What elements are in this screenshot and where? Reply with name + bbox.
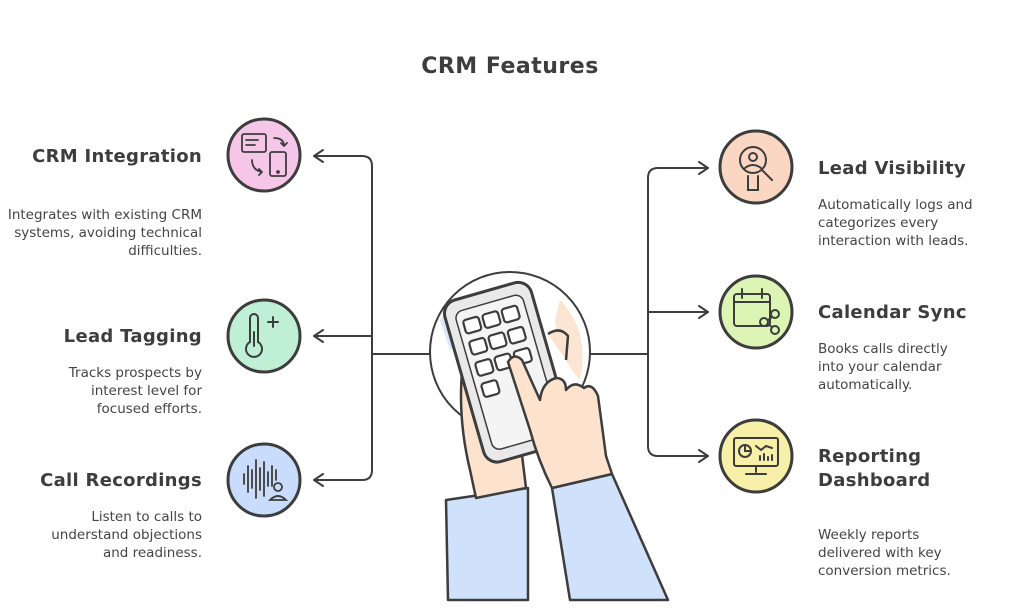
- feature-desc-call-recordings: Listen to calls to understand objections…: [51, 509, 202, 561]
- icon-call-recordings: [226, 442, 302, 518]
- feature-title-reporting-dashboard: Reporting Dashboard: [818, 446, 931, 491]
- icon-calendar-sync: [718, 274, 794, 350]
- feature-desc-lead-visibility: Automatically logs and categorizes every…: [818, 197, 973, 249]
- feature-desc-calendar-sync: Books calls directly into your calendar …: [818, 341, 948, 393]
- feature-title-lead-tagging: Lead Tagging: [63, 326, 202, 347]
- feature-desc-lead-tagging: Tracks prospects by interest level for f…: [68, 365, 202, 417]
- calendar-share-icon: [733, 288, 780, 335]
- connector-lead-tagging: [313, 329, 373, 343]
- icon-reporting-dashboard: [718, 418, 794, 494]
- connector-calendar-sync: [647, 305, 709, 319]
- thermometer-icon: [245, 313, 279, 358]
- diagram-title: CRM Features: [421, 54, 599, 79]
- icon-lead-tagging: [226, 298, 302, 374]
- dashboard-chart-icon: [733, 437, 779, 475]
- connector-call-recordings: [313, 469, 373, 487]
- audio-wave-icon: [243, 459, 289, 501]
- hand-phone-illustration: [429, 271, 670, 602]
- connector-crm-integration: [313, 149, 373, 167]
- feature-desc-crm-integration: Integrates with existing CRM systems, av…: [7, 207, 202, 259]
- icon-lead-visibility: [718, 129, 794, 205]
- crm-sync-icon: [241, 133, 288, 177]
- feature-desc-reporting-dashboard: Weekly reports delivered with key conver…: [818, 527, 951, 579]
- feature-title-lead-visibility: Lead Visibility: [818, 158, 966, 179]
- connectors: [313, 149, 709, 487]
- feature-title-crm-integration: CRM Integration: [32, 146, 202, 167]
- user-search-icon: [739, 146, 773, 191]
- feature-title-call-recordings: Call Recordings: [40, 470, 202, 491]
- connector-lead-visibility: [647, 161, 709, 179]
- connector-reporting-dashboard: [647, 445, 709, 463]
- feature-title-calendar-sync: Calendar Sync: [818, 302, 967, 323]
- icon-crm-integration: [226, 117, 302, 193]
